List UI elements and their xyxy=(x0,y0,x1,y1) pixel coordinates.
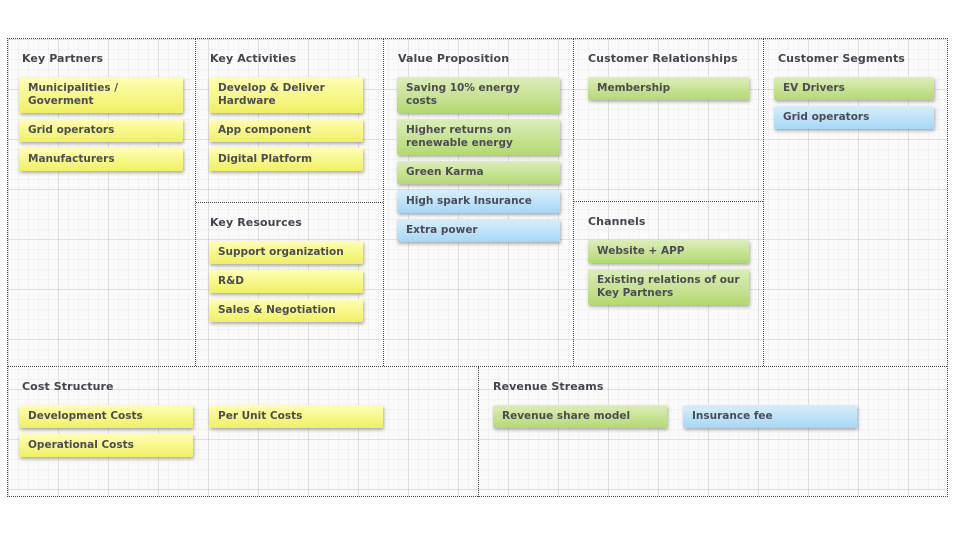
section-title-cost-structure: Cost Structure xyxy=(22,380,114,393)
note-municipalities-goverment[interactable]: Municipalities / Goverment xyxy=(19,77,183,113)
customer-segments-notes: EV Drivers Grid operators xyxy=(764,65,947,129)
cost-structure-stack-left: Development Costs Operational Costs xyxy=(19,405,193,463)
note-grid-operators[interactable]: Grid operators xyxy=(19,119,183,142)
column-relationships-channels: Customer Relationships Membership Channe… xyxy=(574,39,764,366)
revenue-streams-stack-left: Revenue share model xyxy=(493,405,667,434)
section-title-key-activities: Key Activities xyxy=(210,52,297,65)
section-title-customer-segments: Customer Segments xyxy=(778,52,905,65)
key-activities-notes: Develop & Deliver Hardware App component… xyxy=(196,65,383,171)
section-title-channels: Channels xyxy=(588,215,646,228)
key-resources-notes: Support organization R&D Sales & Negotia… xyxy=(196,229,383,322)
section-key-partners: Key Partners Municipalities / Goverment … xyxy=(8,39,196,366)
column-key-activities-resources: Key Activities Develop & Deliver Hardwar… xyxy=(196,39,384,366)
section-title-revenue-streams: Revenue Streams xyxy=(493,380,604,393)
value-proposition-notes: Saving 10% energy costs Higher returns o… xyxy=(384,65,573,242)
note-green-karma[interactable]: Green Karma xyxy=(397,161,560,184)
cost-structure-notes: Development Costs Operational Costs Per … xyxy=(8,393,478,463)
note-per-unit-costs[interactable]: Per Unit Costs xyxy=(209,405,383,428)
note-existing-relations-key-partners[interactable]: Existing relations of our Key Partners xyxy=(588,269,749,305)
section-title-customer-relationships: Customer Relationships xyxy=(588,52,738,65)
note-saving-energy-costs[interactable]: Saving 10% energy costs xyxy=(397,77,560,113)
key-partners-notes: Municipalities / Goverment Grid operator… xyxy=(8,65,195,171)
note-high-spark-insurance[interactable]: High spark Insurance xyxy=(397,190,560,213)
note-support-organization[interactable]: Support organization xyxy=(209,241,363,264)
section-title-key-resources: Key Resources xyxy=(210,216,302,229)
note-website-app[interactable]: Website + APP xyxy=(588,240,749,263)
note-higher-returns-renewable[interactable]: Higher returns on renewable energy xyxy=(397,119,560,155)
note-app-component[interactable]: App component xyxy=(209,119,363,142)
customer-relationships-notes: Membership xyxy=(574,65,763,100)
note-insurance-fee[interactable]: Insurance fee xyxy=(683,405,857,428)
note-sales-negotiation[interactable]: Sales & Negotiation xyxy=(209,299,363,322)
cost-structure-stack-right: Per Unit Costs xyxy=(209,405,383,463)
note-develop-deliver-hardware[interactable]: Develop & Deliver Hardware xyxy=(209,77,363,113)
section-cost-structure: Cost Structure Development Costs Operati… xyxy=(8,367,479,497)
channels-notes: Website + APP Existing relations of our … xyxy=(574,228,763,305)
canvas-bottom-row: Cost Structure Development Costs Operati… xyxy=(8,366,947,497)
note-extra-power[interactable]: Extra power xyxy=(397,219,560,242)
note-operational-costs[interactable]: Operational Costs xyxy=(19,434,193,457)
canvas-top-row: Key Partners Municipalities / Goverment … xyxy=(8,39,947,366)
note-revenue-share-model[interactable]: Revenue share model xyxy=(493,405,667,428)
section-key-resources: Key Resources Support organization R&D S… xyxy=(196,202,383,366)
business-model-canvas: Key Partners Municipalities / Goverment … xyxy=(7,38,948,497)
section-key-activities: Key Activities Develop & Deliver Hardwar… xyxy=(196,39,383,202)
revenue-streams-notes: Revenue share model Insurance fee xyxy=(479,393,947,434)
section-customer-relationships: Customer Relationships Membership xyxy=(574,39,763,201)
note-digital-platform[interactable]: Digital Platform xyxy=(209,148,363,171)
note-ev-drivers[interactable]: EV Drivers xyxy=(774,77,934,100)
section-revenue-streams: Revenue Streams Revenue share model Insu… xyxy=(479,367,947,497)
section-title-value-proposition: Value Proposition xyxy=(398,52,510,65)
section-channels: Channels Website + APP Existing relation… xyxy=(574,201,763,366)
note-development-costs[interactable]: Development Costs xyxy=(19,405,193,428)
note-membership[interactable]: Membership xyxy=(588,77,749,100)
revenue-streams-stack-right: Insurance fee xyxy=(683,405,857,434)
section-value-proposition: Value Proposition Saving 10% energy cost… xyxy=(384,39,574,366)
section-title-key-partners: Key Partners xyxy=(22,52,104,65)
note-grid-operators-segment[interactable]: Grid operators xyxy=(774,106,934,129)
section-customer-segments: Customer Segments EV Drivers Grid operat… xyxy=(764,39,947,366)
note-manufacturers[interactable]: Manufacturers xyxy=(19,148,183,171)
note-r-and-d[interactable]: R&D xyxy=(209,270,363,293)
